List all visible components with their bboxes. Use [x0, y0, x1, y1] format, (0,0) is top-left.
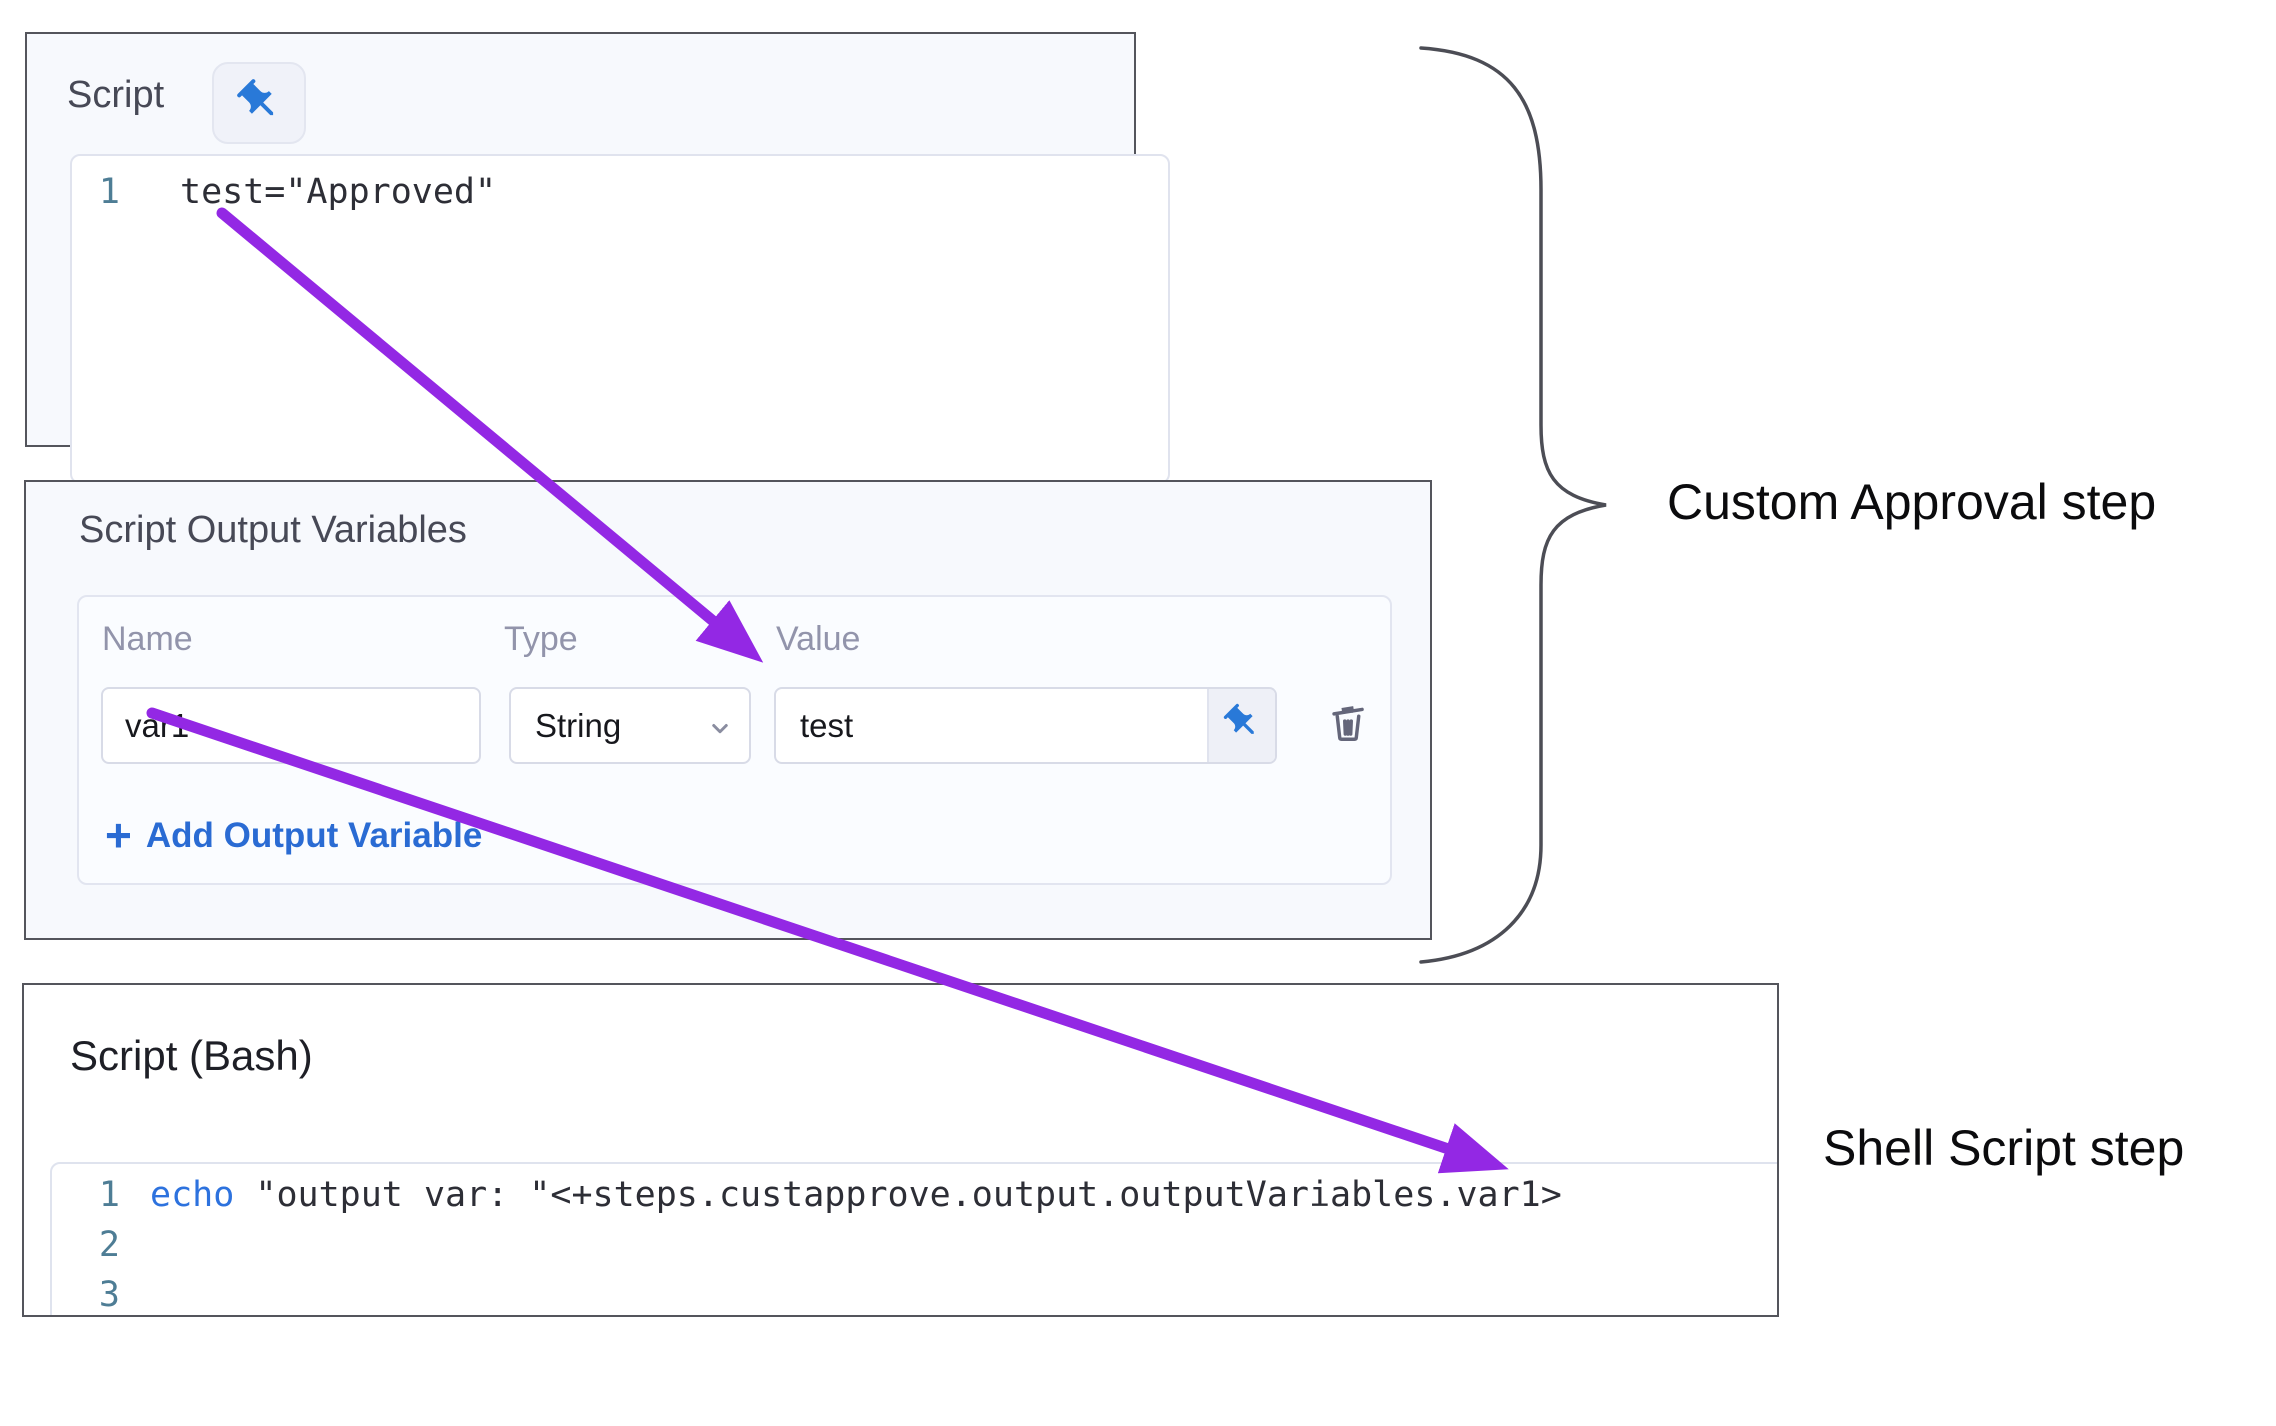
code-rest: "output var: "<+steps.custapprove.output…: [234, 1175, 1562, 1215]
variable-value-text: test: [800, 706, 854, 744]
bash-script-title: Script (Bash): [70, 1032, 313, 1079]
variable-value-input[interactable]: test: [774, 687, 1277, 764]
code-line: 1 echo "output var: "<+steps.custapprove…: [52, 1170, 1777, 1220]
chevron-down-icon: [705, 713, 735, 751]
output-variables-panel: Script Output Variables Name Type Value …: [24, 480, 1432, 940]
echo-keyword: echo: [150, 1175, 235, 1215]
code-line: 2: [52, 1220, 1777, 1270]
bash-code-editor[interactable]: 1 echo "output var: "<+steps.custapprove…: [50, 1162, 1777, 1315]
code-text: test="Approved": [180, 172, 497, 212]
value-pin-button[interactable]: [1207, 689, 1275, 762]
add-output-variable-button[interactable]: + Add Output Variable: [105, 812, 482, 858]
code-line: 3: [52, 1270, 1777, 1315]
output-variables-card: Name Type Value var1 String test: [77, 595, 1392, 885]
delete-variable-button[interactable]: [1322, 694, 1374, 754]
name-column-label: Name: [102, 620, 193, 658]
script-code-editor[interactable]: 1 test="Approved": [70, 154, 1170, 484]
pushpin-icon: [1222, 702, 1262, 750]
line-number: 2: [98, 1225, 120, 1265]
script-panel-title: Script: [67, 74, 165, 116]
bash-script-panel: Script (Bash) 1 echo "output var: "<+ste…: [22, 983, 1779, 1317]
line-number: 1: [98, 1175, 120, 1215]
pin-button[interactable]: [212, 62, 306, 144]
pushpin-icon: [235, 77, 283, 130]
code-text: echo "output var: "<+steps.custapprove.o…: [150, 1175, 1562, 1215]
code-line: 1 test="Approved": [72, 156, 1168, 212]
variable-type-select[interactable]: String: [509, 687, 751, 764]
curly-brace: [1419, 46, 1607, 964]
variable-name-input[interactable]: var1: [101, 687, 481, 764]
variable-type-value: String: [535, 706, 622, 744]
add-output-variable-label: Add Output Variable: [145, 815, 483, 855]
trash-icon: [1325, 697, 1371, 752]
shell-script-step-label: Shell Script step: [1823, 1120, 2185, 1176]
type-column-label: Type: [504, 620, 578, 658]
output-variables-title: Script Output Variables: [79, 509, 467, 551]
script-panel: Script 1 test="Approved": [25, 32, 1170, 484]
value-column-label: Value: [776, 620, 861, 658]
plus-icon: +: [105, 809, 132, 861]
variable-name-value: var1: [125, 706, 190, 744]
line-number: 3: [98, 1275, 120, 1315]
line-number: 1: [98, 172, 120, 212]
custom-approval-step-label: Custom Approval step: [1667, 474, 2157, 530]
